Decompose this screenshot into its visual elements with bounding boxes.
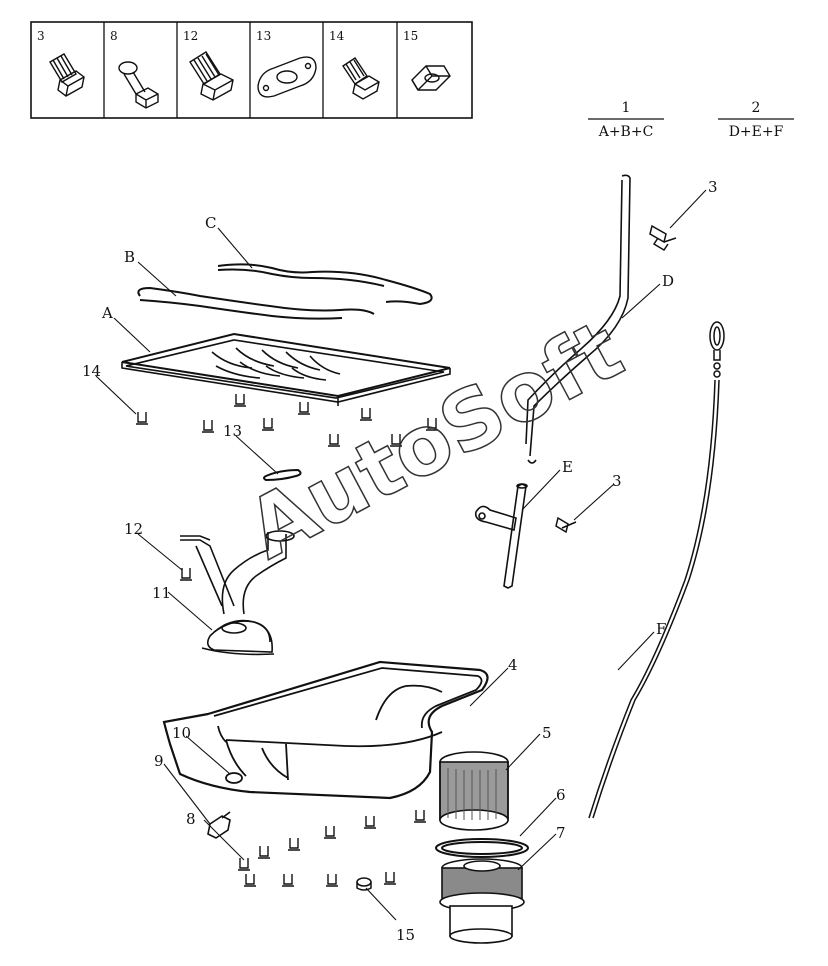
strip-num-5: 15	[403, 29, 418, 43]
callout-10: 10	[172, 724, 191, 742]
assembly-1-number: 1	[622, 100, 631, 116]
gasket-13	[263, 468, 302, 482]
callout-c: C	[205, 214, 216, 232]
callout-7: 7	[556, 824, 566, 842]
callout-b: B	[124, 248, 135, 266]
callout-14: 14	[82, 362, 101, 380]
callout-f: F	[656, 620, 666, 638]
gasket-c	[217, 263, 433, 306]
strip-num-2: 12	[183, 29, 198, 43]
assembly-2-number: 2	[752, 100, 761, 116]
callout-13: 13	[223, 422, 242, 440]
bolt-row-upper	[136, 394, 438, 447]
strip-num-0: 3	[37, 29, 45, 43]
oil-pan-lower	[162, 660, 489, 800]
stud-bolt-icon	[342, 57, 380, 100]
callout-a: A	[101, 304, 113, 322]
strip-num-4: 14	[329, 29, 345, 43]
baffle-plate-a	[121, 332, 451, 406]
assembly-1-parts: A+B+C	[598, 124, 654, 140]
bolt-row-lower	[238, 810, 426, 887]
leader-lines	[95, 189, 707, 921]
callout-e: E	[562, 458, 573, 476]
callout-15: 15	[396, 926, 415, 944]
callout-6: 6	[556, 786, 566, 804]
oil-filter	[439, 751, 509, 831]
callout-8: 8	[186, 810, 196, 828]
o-ring	[435, 838, 529, 858]
bolt-icon	[49, 53, 85, 97]
strip-num-3: 13	[256, 29, 271, 43]
bolt-3-lower	[555, 516, 577, 534]
gasket-b	[137, 286, 375, 320]
strip-num-1: 8	[110, 29, 118, 43]
assembly-2-parts: D+E+F	[729, 124, 784, 140]
parts-strip	[30, 21, 473, 119]
dipstick	[588, 321, 725, 819]
callout-4: 4	[508, 656, 518, 674]
nut-icon	[411, 65, 451, 91]
callout-5: 5	[542, 724, 552, 742]
nut-15	[356, 877, 372, 891]
callout-3-lower: 3	[612, 472, 622, 490]
dipstick-guide-tube	[525, 174, 631, 464]
washer-10	[225, 772, 243, 784]
filter-cap	[439, 858, 525, 944]
drain-plug-icon	[118, 61, 159, 109]
tube-bracket-e	[474, 483, 528, 589]
bolt-3-upper	[649, 224, 677, 252]
callout-9: 9	[154, 752, 164, 770]
drain-plug-9	[207, 811, 231, 839]
gasket-icon	[257, 56, 317, 98]
flange-bolt-icon	[189, 51, 234, 101]
callout-11: 11	[152, 584, 171, 602]
bolt-12	[180, 568, 192, 581]
callout-3-upper: 3	[708, 178, 718, 196]
callout-d: D	[662, 272, 674, 290]
oil-strainer	[180, 530, 295, 656]
callout-12: 12	[124, 520, 143, 538]
